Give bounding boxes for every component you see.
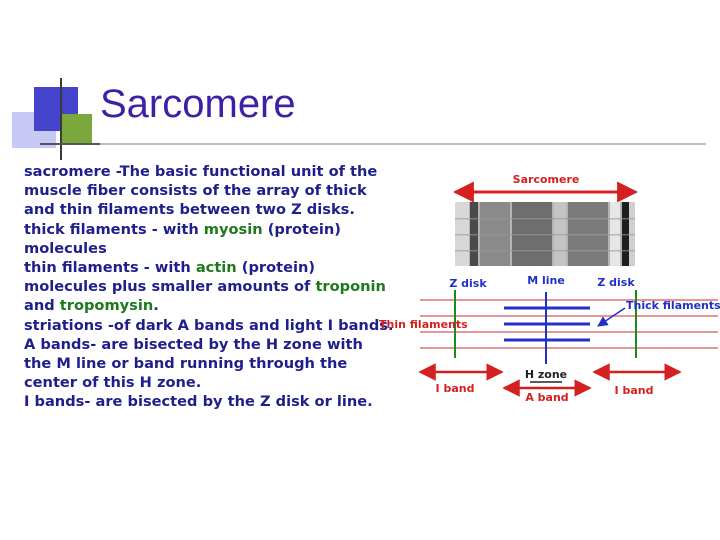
z-disk-right-label: Z disk bbox=[597, 276, 635, 289]
paragraph-a-bands: A bands- are bisected by the H zone with… bbox=[24, 335, 363, 392]
micrograph bbox=[455, 202, 635, 266]
paragraph-i-bands: I bands- are bisected by the Z disk or l… bbox=[24, 393, 373, 411]
title-underline-accent bbox=[40, 143, 100, 145]
i-band-left-label: I band bbox=[436, 382, 475, 395]
paragraph-striations: striations -of dark A bands and light I … bbox=[24, 316, 394, 334]
paragraph-thick-filaments: thick filaments - with myosin (protein) … bbox=[24, 220, 341, 257]
z-disk-left-label: Z disk bbox=[449, 277, 487, 290]
paragraph-sarcomere: sacromere -The basic functional unit of … bbox=[24, 163, 378, 219]
sarcomere-diagram: Sarcomere Z disk M line Z disk Thi bbox=[379, 173, 720, 404]
slide-body: sacromere -The basic functional unit of … bbox=[24, 162, 394, 412]
thin-filaments bbox=[420, 299, 718, 349]
thin-filaments-label: Thin filaments bbox=[379, 318, 468, 331]
h-zone-label: H zone bbox=[525, 368, 567, 381]
thick-filaments-label: Thick filaments bbox=[626, 299, 720, 312]
decor-vertical-line bbox=[60, 78, 62, 160]
slide-title: Sarcomere bbox=[100, 82, 296, 126]
a-band-label: A band bbox=[525, 391, 568, 404]
m-line-label: M line bbox=[527, 274, 565, 287]
i-band-right-label: I band bbox=[615, 384, 654, 397]
paragraph-thin-filaments: thin filaments - with actin (protein) mo… bbox=[24, 259, 386, 315]
thick-filaments-pointer bbox=[597, 307, 626, 327]
sarcomere-label: Sarcomere bbox=[513, 173, 580, 186]
decor-square-green bbox=[62, 114, 92, 144]
title-underline bbox=[40, 143, 706, 145]
